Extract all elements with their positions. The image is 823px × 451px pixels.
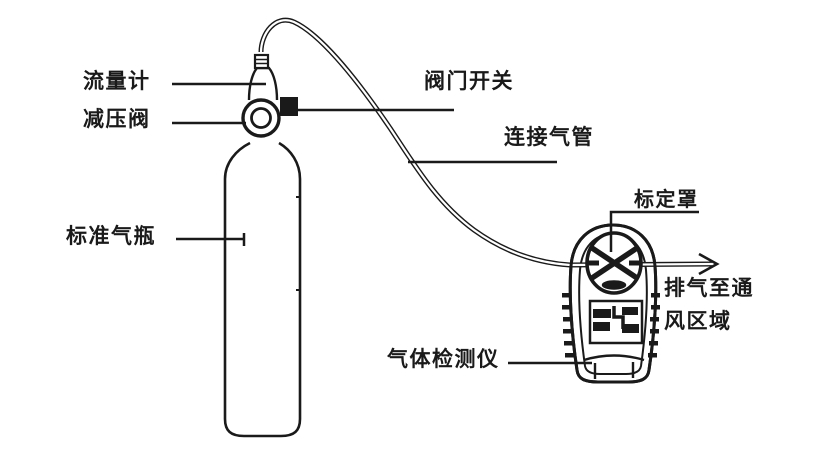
calibration-cap [585,231,643,295]
pressure-regulator-valve [241,98,281,138]
connecting-tube [258,17,713,268]
detector-grip-ridges-left [562,293,574,358]
label-valve-switch: 阀门开关 [424,70,514,93]
label-exhaust-line1: 排气至通 [664,277,754,300]
label-pressure-valve: 减压阀 [83,108,151,131]
label-exhaust-line2: 风区域 [664,310,732,333]
label-calibration-cap: 标定罩 [634,189,699,211]
detector-bottom-detail [583,354,645,379]
detector-outline-overlay [568,223,658,384]
label-connecting-tube: 连接气管 [504,126,594,149]
label-standard-cylinder: 标准气瓶 [66,225,156,248]
exhaust-arrow-icon [698,252,720,276]
gas-cylinder [223,141,302,438]
label-exhaust-area: 排气至通 风区域 [664,272,754,338]
label-flow-meter: 流量计 [83,70,151,93]
label-gas-detector: 气体检测仪 [387,348,500,371]
leader-lines [172,82,699,365]
leader-cylinder [176,233,246,246]
detector-display [588,299,644,345]
tube-fitting [253,53,270,70]
leader-calibration-cap [609,210,699,252]
valve-switch-block [280,97,298,116]
